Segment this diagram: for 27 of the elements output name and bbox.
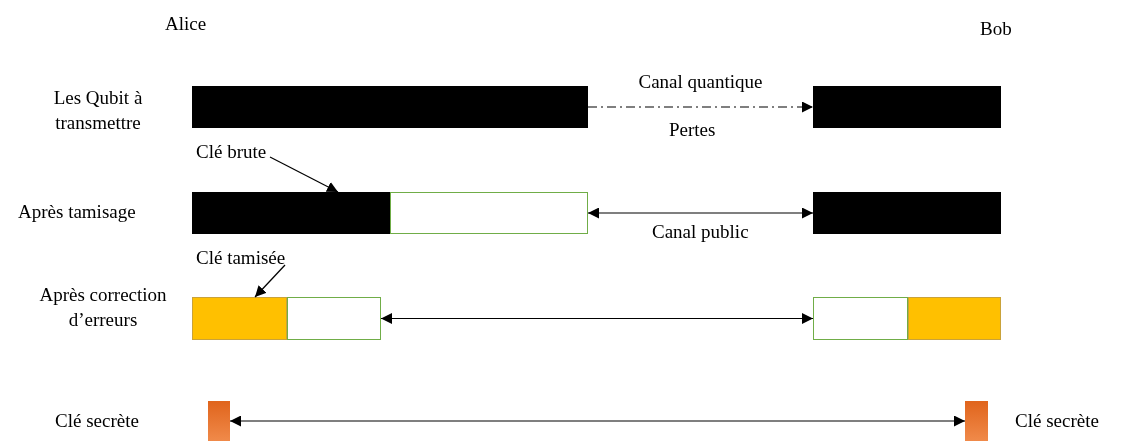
person-name: Bob <box>980 17 1012 41</box>
key-bar <box>813 192 1001 234</box>
key-bar <box>908 297 1001 340</box>
key-bar <box>192 297 287 340</box>
double-arrow <box>587 207 814 219</box>
key-bar <box>390 192 588 234</box>
key-bar <box>813 86 1001 128</box>
row-label: Après correction d’erreurs <box>38 283 168 332</box>
key-bar <box>813 297 908 340</box>
row-label: Les Qubit à transmettre <box>52 86 144 135</box>
dash-dot-arrow <box>587 101 814 113</box>
double-arrow <box>229 415 966 427</box>
row-label: Après tamisage <box>18 200 136 224</box>
leader-line <box>254 264 286 298</box>
key-bar <box>287 297 381 340</box>
leader-line <box>269 156 339 193</box>
callout-text: Clé tamisée <box>196 247 286 269</box>
callout-text: Clé brute <box>196 141 267 163</box>
person-name: Alice <box>165 12 207 36</box>
double-arrow <box>380 313 814 324</box>
key-bar <box>192 86 588 128</box>
key-bar <box>208 401 230 441</box>
key-label: Clé secrète <box>1015 409 1099 433</box>
key-bar <box>965 401 988 441</box>
key-label: Clé secrète <box>55 409 139 433</box>
key-bar <box>192 192 390 234</box>
edge-note: Pertes <box>669 118 716 142</box>
